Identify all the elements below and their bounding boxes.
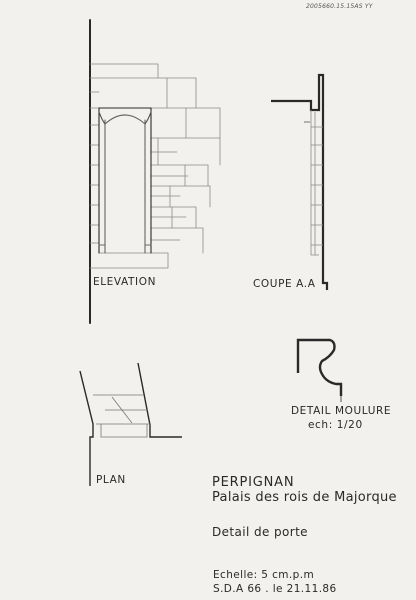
plan-right-wall (137, 362, 182, 438)
section-view (271, 73, 329, 290)
reference-number: 2005660.15.15AS YY (306, 3, 373, 10)
title-author-date: S.D.A 66 . le 21.11.86 (213, 583, 337, 595)
title-scale: Echelle: 5 cm.p.m (213, 569, 315, 581)
section-projection (304, 110, 323, 256)
plan-label: PLAN (96, 474, 126, 486)
plan-left-wall (79, 370, 94, 486)
elevation-masonry (89, 63, 221, 269)
molding-detail-label: DETAIL MOULURE (291, 405, 392, 417)
molding-detail-view (296, 338, 343, 402)
elevation-view (89, 19, 221, 324)
doorway-jambs (98, 107, 152, 254)
title-city: PERPIGNAN (212, 475, 295, 490)
molding-profile (296, 338, 343, 396)
section-label: COUPE A.A (253, 278, 316, 290)
section-cut-profile (271, 73, 329, 290)
title-building: Palais des rois de Majorque (212, 490, 397, 505)
plan-view (79, 362, 182, 486)
molding-detail-scale: ech: 1/20 (308, 419, 363, 431)
title-subject: Detail de porte (212, 525, 308, 539)
elevation-label: ELEVATION (93, 276, 157, 288)
plan-opening (93, 394, 150, 438)
